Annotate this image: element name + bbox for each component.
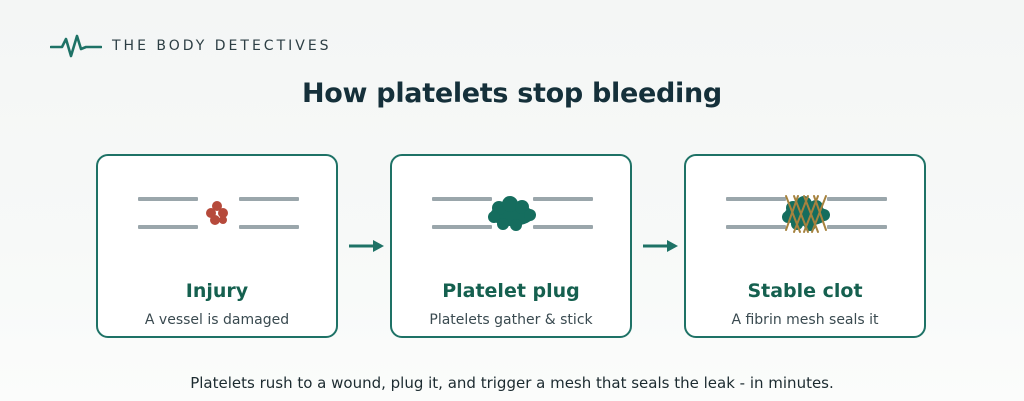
step-card-stable-clot: Stable clot A fibrin mesh seals it	[684, 154, 926, 338]
arrow-right-icon	[643, 240, 678, 252]
brand: THE BODY DETECTIVES	[50, 33, 332, 59]
arrow-right-icon	[349, 240, 384, 252]
brand-name: THE BODY DETECTIVES	[112, 38, 332, 54]
step-description: Platelets gather & stick	[429, 312, 593, 328]
step-card-injury: Injury A vessel is damaged	[96, 154, 338, 338]
step-title: Stable clot	[747, 280, 863, 302]
step-description: A vessel is damaged	[144, 312, 290, 328]
fibrin-clot-icon	[726, 195, 887, 233]
step-description: A fibrin mesh seals it	[731, 312, 879, 328]
step-title: Platelet plug	[442, 280, 580, 302]
page-title: How platelets stop bleeding	[302, 78, 722, 109]
platelet-plug-icon	[432, 196, 593, 231]
summary-caption: Platelets rush to a wound, plug it, and …	[190, 374, 834, 392]
step-title: Injury	[185, 280, 249, 302]
heartbeat-pulse-icon	[50, 34, 102, 58]
damaged-vessel-icon	[138, 197, 299, 229]
step-card-platelet-plug: Platelet plug Platelets gather & stick	[390, 154, 632, 338]
